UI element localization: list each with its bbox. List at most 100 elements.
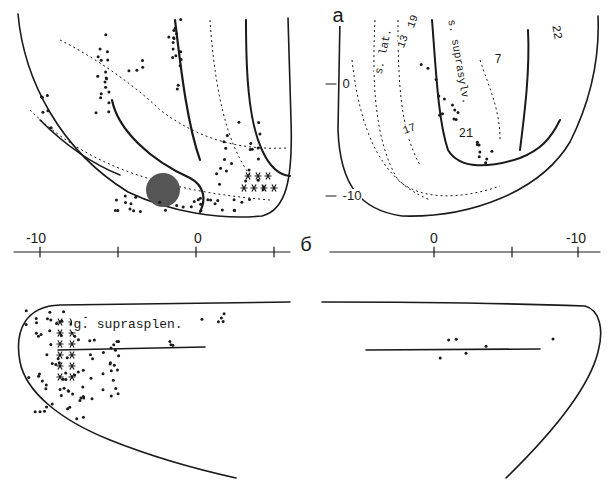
cell-dot: [172, 47, 175, 50]
cell-dot: [64, 378, 67, 381]
cell-dot: [478, 143, 481, 146]
cell-dot: [233, 209, 236, 212]
cell-dot: [223, 312, 226, 315]
asterisk-mark: [251, 185, 258, 192]
cell-dot: [218, 183, 221, 186]
cell-dot: [110, 369, 113, 372]
cell-dot: [25, 323, 28, 326]
cell-dot: [441, 112, 444, 115]
cell-dot: [105, 76, 108, 79]
cell-dot: [38, 372, 41, 375]
cell-dot: [420, 63, 423, 66]
cell-dot: [88, 339, 91, 342]
scale-number: -10: [565, 231, 587, 246]
cell-dot: [66, 407, 69, 410]
cell-dot: [112, 343, 115, 346]
scale-number: 0: [341, 77, 350, 91]
area-number: 19: [406, 13, 422, 31]
cell-dot: [117, 340, 120, 343]
cell-dot: [46, 317, 49, 320]
sulcus-name: s. suprasylv.: [445, 18, 472, 106]
cell-dot: [104, 71, 107, 74]
cell-dot: [107, 110, 110, 113]
asterisk-mark: [57, 363, 64, 370]
cell-dot: [35, 321, 38, 324]
cell-dot: [257, 179, 260, 182]
cell-dot: [110, 395, 113, 398]
cell-dot: [179, 64, 182, 67]
cell-dot: [158, 201, 161, 204]
panel-letter: а: [331, 5, 344, 26]
scale-number: -10: [342, 189, 363, 203]
cell-dot: [179, 50, 182, 53]
asterisk-mark: [69, 341, 76, 348]
asterisk-mark: [245, 173, 252, 180]
cell-dot: [100, 59, 103, 62]
cell-dot: [175, 32, 178, 35]
cell-dot: [100, 92, 103, 95]
area-border: [374, 20, 500, 196]
cell-dot: [96, 75, 99, 78]
cell-dot: [220, 317, 223, 320]
cell-dot: [485, 345, 488, 348]
cell-dot: [176, 87, 179, 90]
cell-dot: [46, 109, 49, 112]
cell-dot: [101, 388, 104, 391]
scale-number: 0: [429, 231, 439, 246]
cell-dot: [114, 349, 117, 352]
cell-dot: [107, 90, 110, 93]
sulcus-line: [366, 349, 540, 350]
cell-dot: [128, 208, 131, 211]
cell-dot: [44, 387, 47, 390]
scale-axis: [14, 247, 290, 257]
cell-dot: [117, 354, 120, 357]
asterisk-mark: [265, 173, 272, 180]
cell-dot: [248, 198, 251, 201]
cell-dot: [49, 319, 52, 322]
cell-dot: [35, 332, 38, 335]
area-number: 21: [458, 128, 474, 141]
area-number: 22: [548, 23, 563, 41]
cell-dot: [174, 54, 177, 57]
cell-dot: [77, 338, 80, 341]
cell-dot: [214, 202, 217, 205]
cell-dot: [216, 199, 219, 202]
cell-dot: [64, 371, 67, 374]
cell-dot: [465, 352, 468, 355]
cell-dot: [209, 199, 212, 202]
cell-dot: [180, 58, 183, 61]
cell-dot: [164, 209, 167, 212]
cell-dot: [230, 162, 233, 165]
cell-dot: [104, 80, 107, 83]
cell-dot: [51, 403, 54, 406]
area-border: [480, 60, 500, 140]
cell-dot: [182, 206, 185, 209]
cell-dot: [49, 343, 52, 346]
sulcus-line: [246, 20, 290, 176]
cell-dot: [46, 94, 49, 97]
asterisk-mark: [255, 173, 262, 180]
asterisk-mark: [241, 185, 248, 192]
cell-dot: [437, 95, 440, 98]
sulcus-line: [58, 347, 205, 350]
asterisk-mark: [69, 374, 76, 381]
cell-dot: [112, 379, 115, 382]
asterisk-mark: [57, 374, 64, 381]
asterisk-mark: [57, 319, 64, 326]
cell-dot: [102, 351, 105, 354]
cell-dot: [107, 101, 110, 104]
cell-dot: [99, 47, 102, 50]
cell-dot: [175, 204, 178, 207]
cell-dot: [113, 364, 116, 367]
cell-dot: [48, 311, 51, 314]
cell-dot: [258, 132, 261, 135]
sulcus-line: [40, 120, 120, 175]
cell-dot: [93, 338, 96, 341]
cell-dot: [25, 309, 28, 312]
cell-dot: [197, 198, 200, 201]
cell-dot: [457, 111, 460, 114]
cell-dot: [115, 198, 118, 201]
cell-dot: [174, 27, 177, 30]
hemisphere-outline: [338, 16, 598, 216]
cell-dot: [478, 155, 481, 158]
